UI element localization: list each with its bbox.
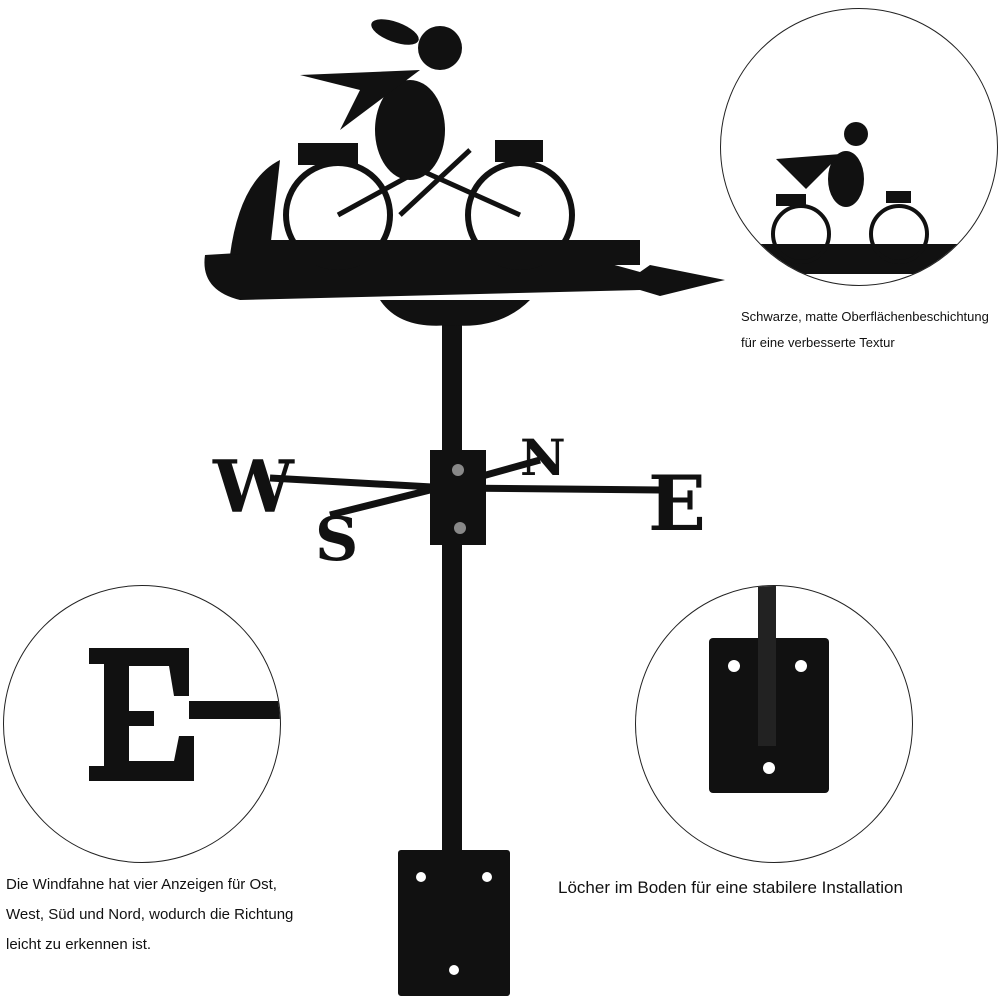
compass-west-letter: W: [212, 444, 295, 529]
base-plate: [398, 850, 510, 996]
directions-caption-line3: leicht zu erkennen ist.: [6, 936, 152, 953]
hub-screw-icon: [454, 522, 466, 534]
coating-caption: Schwarze, matte Oberflächenbeschichtung …: [741, 304, 989, 356]
directions-caption: Die Windfahne hat vier Anzeigen für Ost,…: [6, 870, 293, 960]
detail-circle-coating: [720, 8, 998, 286]
base-caption: Löcher im Boden für eine stabilere Insta…: [558, 878, 903, 897]
coating-caption-line1: Schwarze, matte Oberflächenbeschichtung: [741, 309, 989, 324]
base-detail-image: [709, 586, 829, 793]
coating-caption-line2: für eine verbesserte Textur: [741, 335, 895, 350]
compass-north-letter: N: [520, 428, 566, 487]
rabbit-detail-image: [761, 122, 961, 274]
compass-east-letter: E: [648, 459, 706, 548]
hub-screw-icon: [452, 464, 464, 476]
detail-circle-east-letter: [3, 585, 281, 863]
directions-caption-line1: Die Windfahne hat vier Anzeigen für Ost,: [6, 876, 277, 893]
compass-south-letter: S: [315, 505, 358, 575]
rabbit-bicycle-vane: [204, 19, 725, 326]
pole: [442, 325, 462, 855]
directions-caption-line2: West, Süd und Nord, wodurch die Richtung: [6, 906, 294, 923]
detail-circle-base: [635, 585, 913, 863]
east-letter-detail-image: [89, 648, 280, 781]
